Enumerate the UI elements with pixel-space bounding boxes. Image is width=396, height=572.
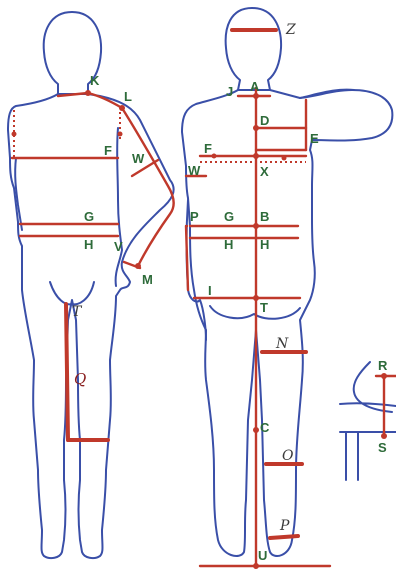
back-point-U [253, 563, 259, 569]
back-head-outline [226, 8, 281, 90]
back-label-X: X [260, 164, 269, 179]
front-armhole-dot-left [12, 132, 17, 137]
back-point-D [253, 125, 259, 131]
back-label-N: N [275, 336, 289, 352]
front-arm-length-M [122, 108, 174, 266]
back-label-U: U [258, 548, 267, 563]
front-label-F: F [104, 143, 112, 158]
front-label-W: W [132, 151, 145, 166]
back-point-F-right [282, 156, 287, 161]
seated-point-R [381, 373, 387, 379]
back-label-P2: P [279, 518, 290, 534]
seated-label-S: S [378, 440, 387, 455]
back-arm-length-P-I [186, 226, 188, 290]
front-label-H: H [84, 237, 93, 252]
back-label-B: B [260, 209, 269, 224]
front-label-T: T [72, 304, 83, 320]
back-label-A: A [250, 79, 260, 94]
front-label-K: K [90, 73, 100, 88]
back-figure: Z J A D E F X W P G B H H I T N C O P U … [182, 8, 396, 569]
back-body-outline [182, 90, 392, 556]
front-figure: K L F W G H V M T Q [8, 12, 174, 558]
front-point-L [119, 105, 125, 111]
back-point-T [253, 295, 259, 301]
front-label-G: G [84, 209, 94, 224]
back-label-Z: Z [285, 22, 296, 38]
front-armhole-dot-right [118, 132, 123, 137]
back-point-B [253, 223, 259, 229]
back-label-J: J [226, 84, 233, 99]
front-label-L: L [124, 89, 132, 104]
seated-figure-outline [340, 362, 396, 480]
back-label-P: P [190, 209, 199, 224]
back-label-W: W [188, 163, 201, 178]
back-point-F [253, 153, 259, 159]
back-label-G: G [224, 209, 234, 224]
seated-point-S [381, 433, 387, 439]
back-point-C [253, 427, 259, 433]
back-ankle-line-P [270, 536, 298, 538]
back-label-F: F [204, 141, 212, 156]
front-inseam-line-Q [66, 304, 68, 440]
back-label-D: D [260, 113, 269, 128]
back-label-O: O [282, 448, 294, 464]
seated-label-R: R [378, 358, 388, 373]
front-body-outline [8, 94, 174, 558]
back-label-C: C [260, 420, 270, 435]
front-label-V: V [114, 239, 123, 254]
back-label-T: T [260, 300, 268, 315]
front-label-Q: Q [74, 370, 86, 388]
back-label-H2: H [260, 237, 269, 252]
back-label-E: E [310, 131, 319, 146]
front-point-K [85, 90, 91, 96]
back-label-H: H [224, 237, 233, 252]
front-label-M: M [142, 272, 153, 287]
back-point-F-left [212, 154, 217, 159]
back-label-I: I [208, 283, 212, 298]
